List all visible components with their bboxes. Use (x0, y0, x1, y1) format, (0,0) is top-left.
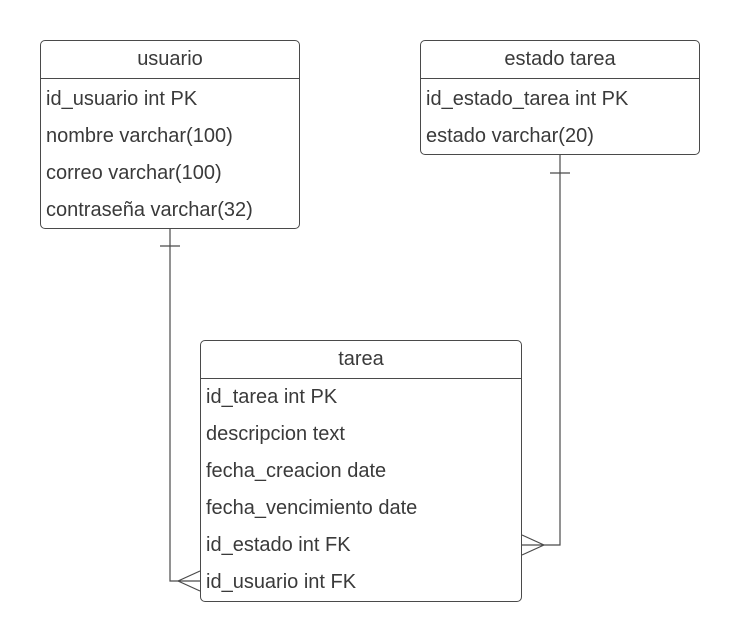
attribute-row: descripcion text (206, 423, 345, 445)
entity-title: usuario (41, 41, 299, 79)
attribute-row: id_estado_tarea int PK (426, 88, 629, 110)
attribute-row: estado varchar(20) (426, 125, 594, 147)
crowfoot-marker (177, 570, 201, 592)
attribute-row: fecha_vencimiento date (206, 497, 418, 519)
attribute-row: nombre varchar(100) (46, 125, 233, 147)
attribute-row: id_usuario int FK (206, 571, 357, 593)
attribute-row: fecha_creacion date (206, 460, 387, 482)
relationship-usuario-tarea (160, 228, 201, 592)
crowfoot-marker (521, 534, 545, 556)
entity-usuario[interactable]: usuario id_usuario int PK nombre varchar… (40, 40, 300, 229)
attribute-row: correo varchar(100) (46, 162, 222, 184)
attribute-row: id_estado int FK (206, 534, 351, 556)
attribute-row: id_usuario int PK (46, 88, 198, 110)
entity-title: estado tarea (421, 41, 699, 79)
relationship-estado-tarea-tarea (521, 154, 570, 556)
entity-title: tarea (201, 341, 521, 379)
attribute-row: contraseña varchar(32) (46, 199, 253, 221)
entity-estado-tarea[interactable]: estado tarea id_estado_tarea int PK esta… (420, 40, 700, 155)
entity-tarea[interactable]: tarea id_tarea int PK descripcion text f… (200, 340, 522, 602)
attribute-row: id_tarea int PK (206, 386, 338, 408)
